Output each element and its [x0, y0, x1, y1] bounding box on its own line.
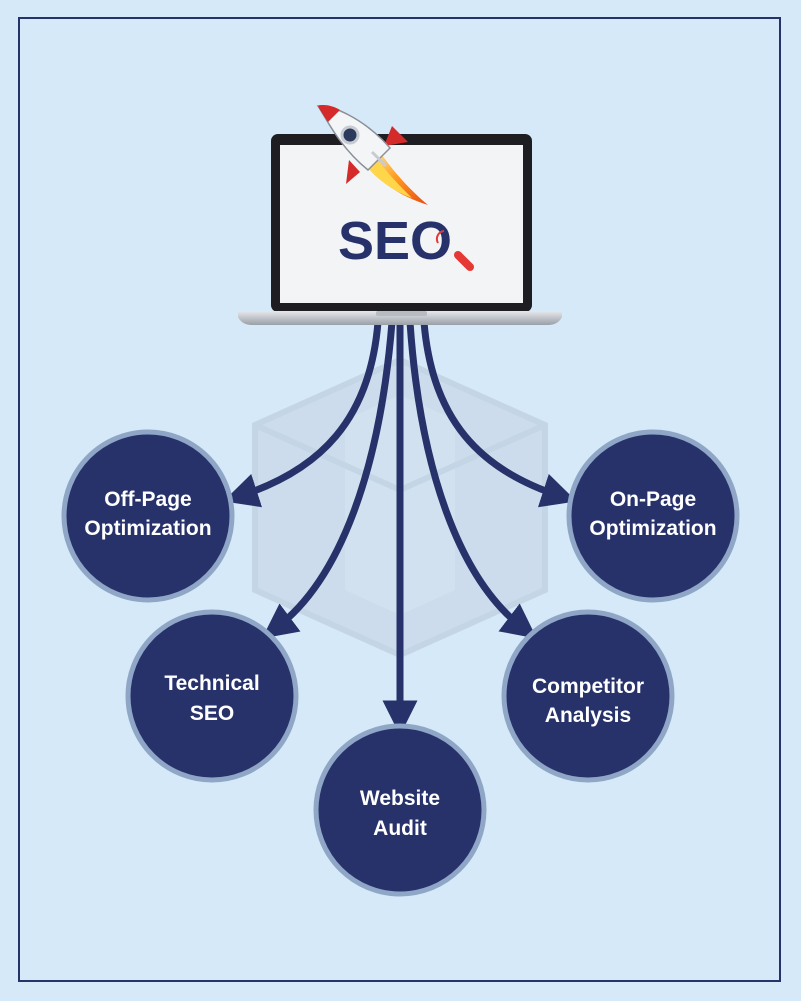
node-on-page-label-line1: On-Page — [610, 488, 696, 511]
node-website-audit: Website Audit — [313, 723, 487, 897]
node-website-audit-label-line1: Website — [360, 787, 440, 810]
node-competitor-label-line1: Competitor — [532, 675, 644, 698]
arrow-technical — [262, 318, 396, 639]
magnifier-icon — [435, 230, 474, 271]
node-competitor: Competitor Analysis — [501, 609, 675, 783]
node-website-audit-label-line2: Audit — [373, 817, 427, 840]
node-off-page-label-line1: Off-Page — [104, 488, 192, 511]
node-off-page-label-line2: Optimization — [84, 517, 211, 540]
node-on-page-label-line2: Optimization — [589, 517, 716, 540]
node-technical-label-line2: SEO — [190, 702, 234, 725]
arrow-on-page — [420, 318, 577, 508]
diagram-border — [18, 17, 781, 982]
node-competitor-label-line2: Analysis — [545, 704, 631, 727]
node-off-page: Off-Page Optimization — [61, 429, 235, 603]
node-technical: Technical SEO — [125, 609, 299, 783]
seo-logo-text: SEO — [338, 211, 452, 271]
arrow-off-page — [223, 318, 382, 508]
rocket-icon — [316, 105, 428, 205]
arrow-competitor — [406, 318, 537, 639]
node-on-page: On-Page Optimization — [566, 429, 740, 603]
node-technical-label-line1: Technical — [164, 672, 259, 695]
connector-arrows — [223, 318, 577, 736]
